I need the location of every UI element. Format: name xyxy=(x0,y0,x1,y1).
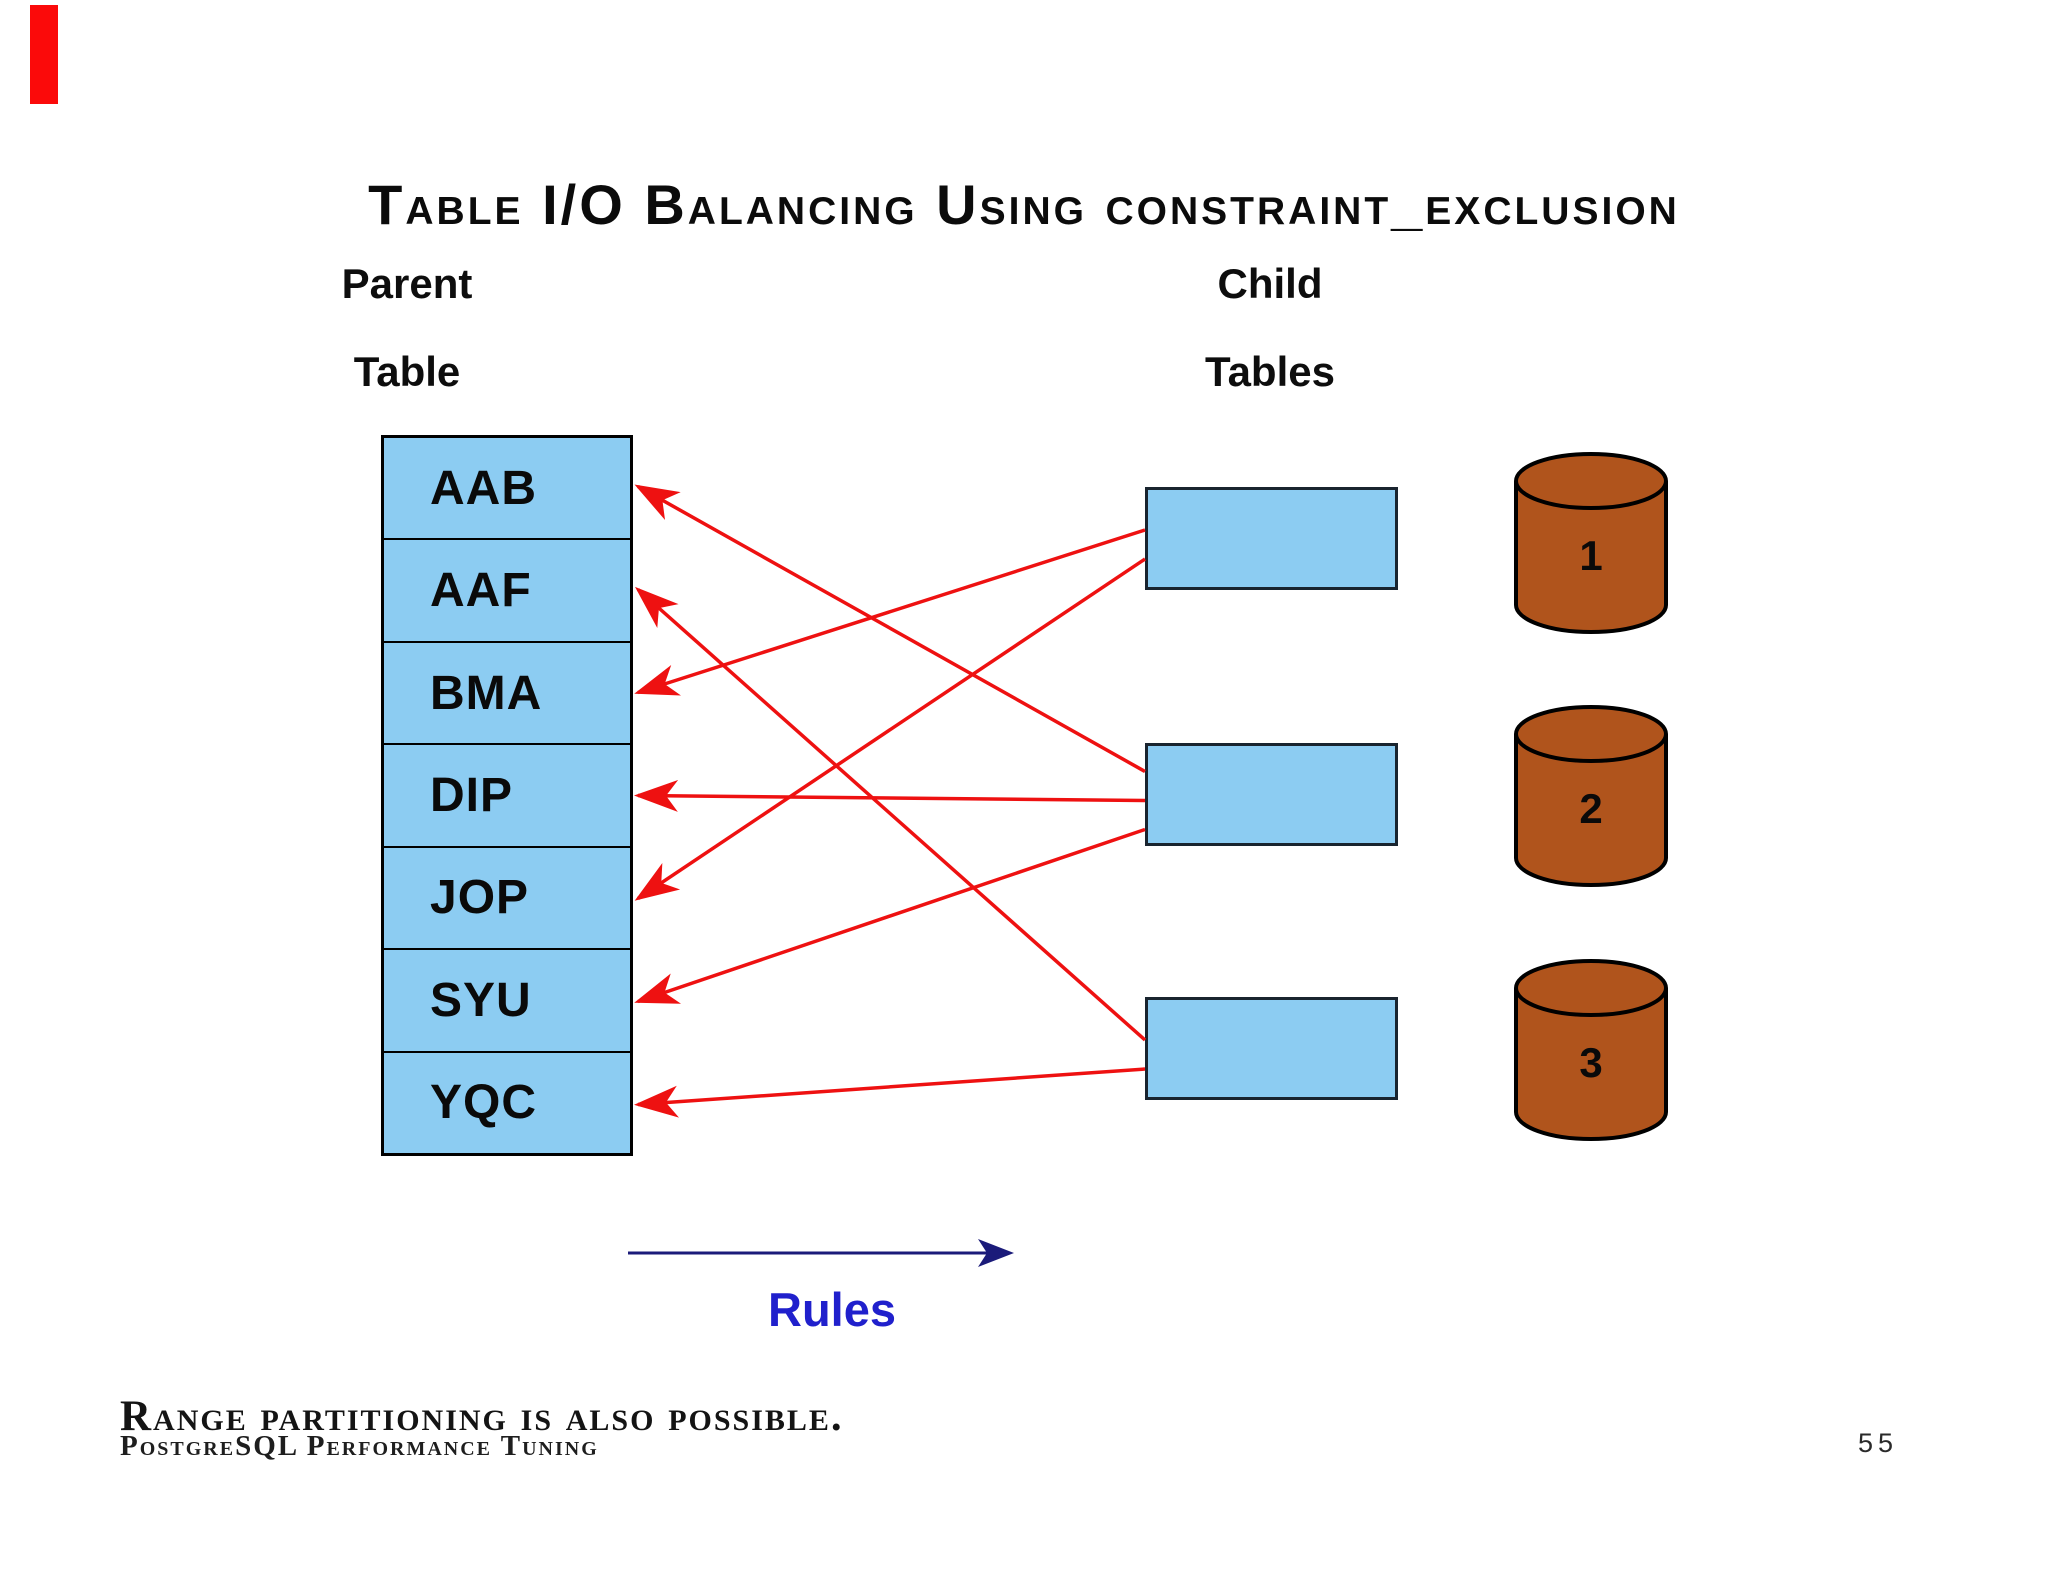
parent-row-bma: BMA xyxy=(384,643,630,746)
disk-number: 2 xyxy=(1579,784,1603,832)
child-table-3 xyxy=(1145,997,1398,1100)
connection-child2-to-aab xyxy=(634,484,1146,774)
rules-label: Rules xyxy=(768,1283,896,1336)
parent-row-syu: SYU xyxy=(384,950,630,1053)
parent-row-dip: DIP xyxy=(384,745,630,848)
parent-row-jop: JOP xyxy=(384,848,630,951)
cylinder-icon xyxy=(1514,959,1668,1141)
parent-heading-line1: Parent xyxy=(341,260,473,307)
connection-child3-to-aaf xyxy=(635,586,1147,1042)
connection-child2-to-syu xyxy=(634,827,1146,1004)
parent-row-yqc: YQC xyxy=(430,1076,538,1130)
disk-cylinder-3: 3 xyxy=(1512,957,1670,1143)
child-table-1 xyxy=(1145,487,1398,590)
page-number: 55 xyxy=(1858,1428,1899,1458)
slide-accent-bar xyxy=(30,5,58,104)
child-heading-line2: Tables xyxy=(1205,348,1335,395)
connection-child1-to-jop xyxy=(634,557,1146,901)
child-heading-line1: Child xyxy=(1217,260,1323,307)
parent-row-aaf: AAF xyxy=(384,540,630,643)
parent-row-aab: AAB xyxy=(384,438,630,541)
child-table-2 xyxy=(1145,743,1398,846)
cylinder-icon xyxy=(1514,705,1668,887)
disk-cylinder-1: 1 xyxy=(1512,450,1670,636)
connection-child1-to-bma xyxy=(634,528,1146,696)
footer-deck-title: PostgreSQL Performance Tuning xyxy=(120,1430,599,1462)
slide-title: Table I/O Balancing Using constraint_exc… xyxy=(368,173,1680,236)
connection-child3-to-yqc xyxy=(634,1067,1146,1118)
connection-child2-to-dip xyxy=(634,779,1146,812)
parent-heading-line2: Table xyxy=(353,348,461,395)
cylinder-icon xyxy=(1514,452,1668,634)
range-note: Range partitioning is also possible. xyxy=(120,1393,844,1440)
disk-number: 1 xyxy=(1579,531,1603,579)
disk-number: 3 xyxy=(1579,1038,1603,1086)
disk-cylinder-2: 2 xyxy=(1512,703,1670,889)
